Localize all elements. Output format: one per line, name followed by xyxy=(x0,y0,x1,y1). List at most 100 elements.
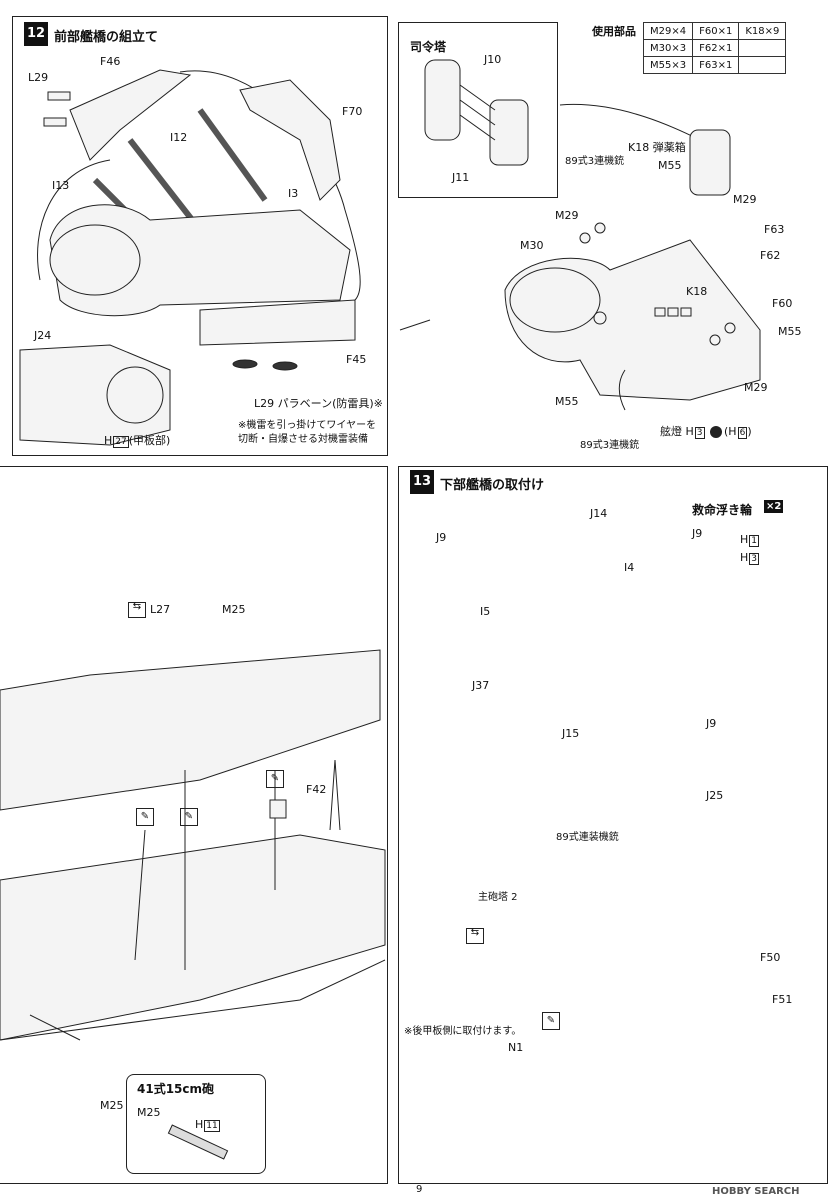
l29-part xyxy=(47,91,71,101)
footnote-line2: 切断・自爆させる対機雷装備 xyxy=(238,434,368,445)
label-lamp-paren-open: (H xyxy=(724,425,737,438)
parts-cell xyxy=(738,56,787,74)
f46-part xyxy=(69,69,192,161)
footnote-rear-deck: ※後甲板側に取付けます。 xyxy=(404,1026,522,1037)
label-j14: J14 xyxy=(590,507,608,520)
label-j11: J11 xyxy=(452,171,470,184)
label-f50: F50 xyxy=(760,951,781,964)
command-tower-title: 司令塔 xyxy=(410,40,447,54)
label-f45: F45 xyxy=(346,353,367,366)
lifering-title: 救命浮き輪 xyxy=(692,503,753,517)
glue-icon: ✎ xyxy=(180,808,198,826)
label-h27-prefix: H xyxy=(104,434,113,447)
label-i3: I3 xyxy=(288,187,299,200)
label-j24: J24 xyxy=(34,329,52,342)
h27-round xyxy=(106,366,164,424)
label-j25: J25 xyxy=(706,789,724,802)
bridge-round xyxy=(509,267,601,333)
label-lamp-prefix: 舷燈 H xyxy=(660,425,694,438)
lifering-h1-prefix: H xyxy=(740,533,749,546)
label-j9-top: J9 xyxy=(436,531,447,544)
gun-box-h-box: 11 xyxy=(204,1120,220,1132)
m29-part xyxy=(594,222,606,234)
gun-box-title: 41式15cm砲 xyxy=(137,1082,215,1096)
lower-hull-part xyxy=(0,834,386,1041)
gun-box-m25: M25 xyxy=(137,1106,161,1119)
step13-title: 下部艦橋の取付け xyxy=(440,478,545,493)
m29-part xyxy=(709,334,721,346)
label-k18-ammo: K18 弾薬箱 xyxy=(628,141,686,154)
command-tower-frame xyxy=(398,22,558,198)
step12-title: 前部艦橋の組立て xyxy=(54,30,159,45)
paravane-part xyxy=(272,361,298,371)
label-mg-bottom: 89式3連機銃 xyxy=(580,440,640,451)
label-m25-bottom: M25 xyxy=(100,1099,124,1112)
label-h27-suffix: (甲板部) xyxy=(128,434,171,447)
lifering-j9: J9 xyxy=(692,527,703,540)
glue-icon: ✎ xyxy=(136,808,154,826)
j24-part xyxy=(49,204,351,317)
parts-row: M30×3 F62×1 xyxy=(642,39,787,57)
footnote-line1: ※機雷を引っ掛けてワイヤーを xyxy=(238,420,377,431)
label-l29-note: L29 パラベーン(防雷具)※ xyxy=(254,397,383,410)
k18-part xyxy=(654,307,666,317)
j24-round xyxy=(49,224,141,296)
k18-part xyxy=(667,307,679,317)
label-m30: M30 xyxy=(520,239,544,252)
label-j37: J37 xyxy=(472,679,490,692)
label-i12: I12 xyxy=(170,131,188,144)
glue-icon: ✎ xyxy=(542,1012,560,1030)
label-j10: J10 xyxy=(484,53,502,66)
parts-row: M55×3 F63×1 xyxy=(642,56,787,74)
step13-frame xyxy=(398,466,828,1184)
swap-icon: ⇆ xyxy=(466,928,484,944)
i12-rod xyxy=(127,138,203,232)
label-m29-a: M29 xyxy=(555,209,579,222)
upper-hull-part xyxy=(0,649,381,811)
label-m25: M25 xyxy=(222,603,246,616)
label-f60: F60 xyxy=(772,297,793,310)
j11-part xyxy=(489,99,529,166)
parts-row: M29×4 F60×1 K18×9 xyxy=(642,22,787,40)
i3-rod xyxy=(197,108,268,202)
glue-icon: ✎ xyxy=(266,770,284,788)
label-f42: F42 xyxy=(306,783,327,796)
label-j9-bottom: J9 xyxy=(706,717,717,730)
label-f51: F51 xyxy=(772,993,793,1006)
hull-frame xyxy=(0,466,388,1184)
paravane-part xyxy=(232,359,258,369)
m30-part xyxy=(579,232,591,244)
label-mg-top: 89式3連機銃 xyxy=(565,156,625,167)
f70-part xyxy=(239,79,341,201)
page-number: 9 xyxy=(416,1184,423,1195)
label-h27-box: 27 xyxy=(113,436,129,448)
label-l27: L27 xyxy=(150,603,171,616)
swap-icon: ⇆ xyxy=(128,602,146,618)
label-f70: F70 xyxy=(342,105,363,118)
label-i4: I4 xyxy=(624,561,635,574)
label-f46: F46 xyxy=(100,55,121,68)
gun-box-h-prefix: H xyxy=(195,1118,204,1131)
label-mg-twin: 89式連装機銃 xyxy=(556,832,619,843)
f42-part xyxy=(269,799,287,819)
watermark: HOBBY SEARCH xyxy=(712,1186,800,1197)
label-f62: F62 xyxy=(760,249,781,262)
lamp-indicator-icon xyxy=(710,426,723,438)
m55-part xyxy=(724,322,736,334)
parts-used-heading: 使用部品 xyxy=(592,25,636,38)
step13-number: 13 xyxy=(410,470,434,494)
label-i13: I13 xyxy=(52,179,70,192)
label-n1: N1 xyxy=(508,1041,524,1054)
ammo-box-part xyxy=(689,129,731,196)
label-m55-c: M55 xyxy=(555,395,579,408)
label-l29-top: L29 xyxy=(28,71,49,84)
label-k18: K18 xyxy=(686,285,708,298)
label-f63: F63 xyxy=(764,223,785,236)
k18-part xyxy=(680,307,692,317)
m55-part xyxy=(593,311,607,325)
label-lamp-box: 3 xyxy=(694,427,705,439)
